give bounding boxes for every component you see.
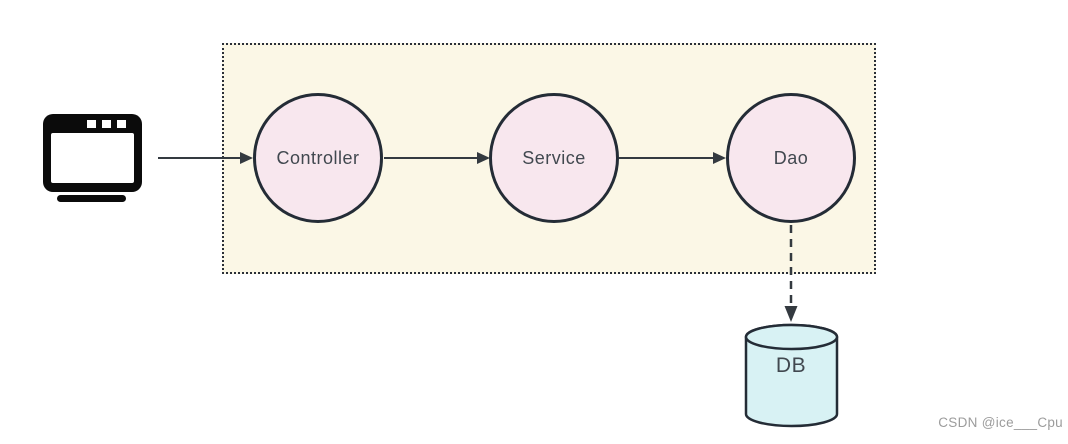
node-dao-label: Dao (773, 147, 809, 168)
browser-titlebar-square (102, 120, 111, 128)
browser-window-icon (43, 113, 143, 203)
node-dao: Dao (726, 93, 856, 223)
browser-viewport (51, 133, 134, 183)
node-service-label: Service (522, 147, 586, 168)
browser-titlebar-square (87, 120, 96, 128)
node-controller: Controller (253, 93, 383, 223)
csdn-watermark: CSDN @ice___Cpu (938, 415, 1063, 430)
node-db-label: DB (776, 354, 806, 377)
arrowhead-icon (784, 306, 798, 322)
node-service: Service (489, 93, 619, 223)
browser-titlebar-square (117, 120, 126, 128)
database-cylinder-icon: DB (744, 323, 839, 428)
browser-base-bar (57, 195, 126, 202)
node-controller-label: Controller (276, 147, 360, 168)
